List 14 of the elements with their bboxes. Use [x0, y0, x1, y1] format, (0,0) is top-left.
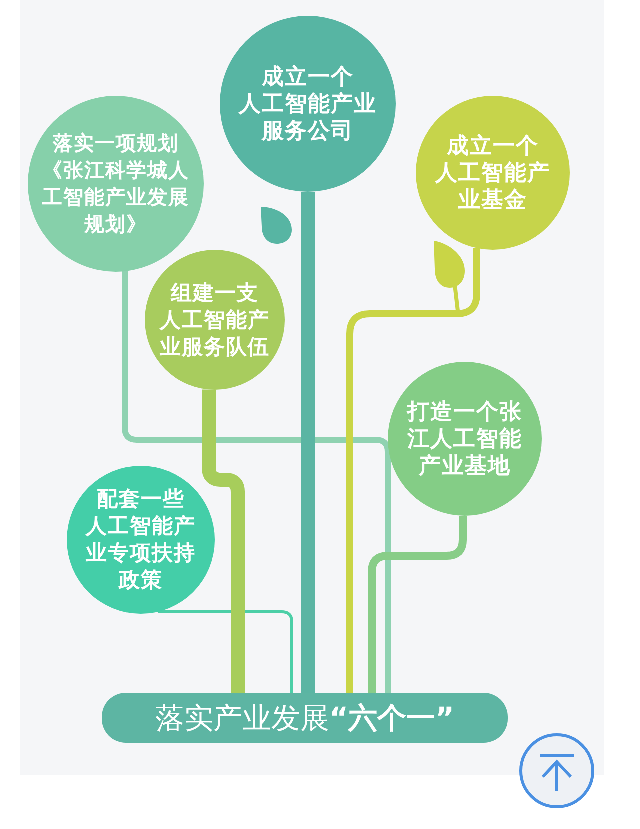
topic-label: 成立一个人工智能产业服务公司 [239, 64, 377, 144]
stem-line [346, 248, 480, 693]
banner-label: 落实产业发展“六个一” [155, 700, 455, 736]
topic-label: 配套一些人工智能产业专项扶持政策 [86, 486, 196, 594]
stem-line [301, 192, 315, 693]
stem-line [368, 516, 467, 693]
topic-label: 落实一项规划《张江科学城人工智能产业发展规划》 [42, 130, 190, 238]
stem-line [158, 610, 294, 693]
stem-line [202, 390, 245, 693]
title-banner [102, 693, 508, 743]
topic-label: 打造一个张江人工智能产业基地 [408, 398, 522, 480]
topic-label: 组建一支人工智能产业服务队伍 [160, 280, 270, 360]
topic-label: 成立一个人工智能产业基金 [436, 132, 550, 214]
stem-line [122, 272, 391, 693]
